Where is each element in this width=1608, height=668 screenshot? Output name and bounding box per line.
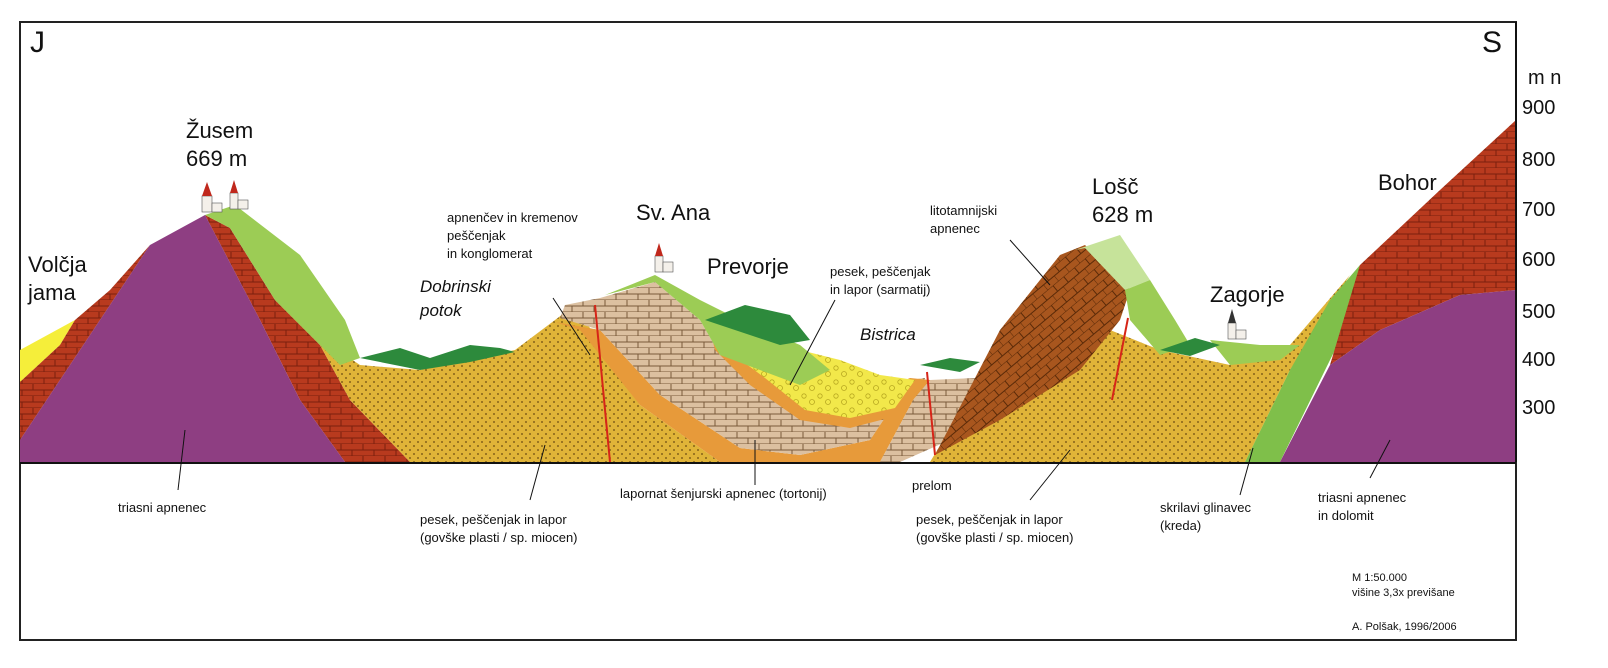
unit-label: lapornat šenjurski apnenec (tortonij) [620,486,827,501]
place-sv-ana: Sv. Ana [636,200,711,225]
place-volcja-line2: jama [27,280,76,305]
faults [594,304,1129,463]
scale-label: M 1:50.000 [1352,572,1407,584]
unit-label: pesek, peščenjak in lapor [916,512,1063,527]
axis-tick-label: 800 [1522,149,1555,171]
leader-line [1239,447,1254,496]
unit-label: pesek, peščenjak in lapor [420,512,567,527]
scale-note: višine 3,3x previšane [1352,587,1455,599]
unit-label: (govške plasti / sp. miocen) [420,530,578,545]
layer-lithothamnium [935,245,1130,455]
unit-label: apnenčev in kremenov [447,210,578,225]
layer-triassic-right [1280,290,1516,462]
leader-line [1009,239,1051,286]
layer-yellow-wedge [20,320,75,382]
unit-label: triasni apnenec [118,500,207,515]
place-zusem-name: Žusem [186,118,253,143]
unit-label: peščenjak [447,228,506,243]
unit-label: prelom [912,478,952,493]
layer-dark-green-3 [920,358,980,372]
church-icon [1227,309,1247,340]
place-dobrinski-line2: potok [419,301,463,320]
unit-label: in lapor (sarmatij) [830,282,930,297]
unit-label: (govške plasti / sp. miocen) [916,530,1074,545]
place-volcja-line1: Volčja [28,252,87,277]
leader-lines [177,239,1391,501]
place-prevorje: Prevorje [707,254,789,279]
geology-layers [20,120,1516,462]
unit-label: in dolomit [1318,508,1374,523]
axis-tick-label: 600 [1522,249,1555,271]
place-losc-height: 628 m [1092,202,1153,227]
place-dobrinski-line1: Dobrinski [420,277,492,296]
layer-lime-mid [605,275,830,385]
axis-tick-label: 300 [1522,397,1555,419]
layer-shale [1245,265,1370,462]
unit-label: apnenec [930,221,980,236]
axis-tick-label: 700 [1522,199,1555,221]
church-icon [654,243,674,273]
unit-label: skrilavi glinavec [1160,500,1252,515]
layer-lime-zagorje [1210,340,1300,365]
layer-orange-band [555,322,925,462]
layer-dark-green-4 [1160,338,1220,356]
leader-line [552,297,591,356]
church-icon [201,180,249,213]
axis-tick-label: 900 [1522,97,1555,119]
layer-light-green-losc [1075,235,1150,290]
layer-triassic-left [20,215,345,462]
axis-tick-label: 500 [1522,301,1555,323]
leader-line [177,429,186,491]
layer-lime-left [205,205,360,365]
place-bistrica: Bistrica [860,325,916,344]
direction-north-label: S [1482,26,1502,59]
unit-label: triasni apnenec [1318,490,1407,505]
leader-line [1029,449,1071,501]
layer-red-brick-zusem [205,215,410,462]
leader-line [529,444,546,501]
place-bohor: Bohor [1378,170,1437,195]
unit-label: (kreda) [1160,518,1201,533]
elevation-axis: m n 900 800 700 600 500 400 300 [1515,22,1561,462]
direction-south-label: J [30,26,45,59]
layer-lime-losc [1125,280,1190,355]
place-losc-name: Lošč [1092,174,1138,199]
fault-line [594,304,611,463]
unit-label: litotamnijski [930,203,997,218]
place-zagorje: Zagorje [1210,282,1285,307]
axis-tick-label: 400 [1522,349,1555,371]
layer-gold-sand-right [930,275,1350,462]
axis-unit-label: m n [1528,67,1561,89]
layer-red-brick-bohor [1330,120,1516,365]
credit-label: A. Polšak, 1996/2006 [1352,621,1457,633]
fault-line [926,371,936,456]
layer-gold-sand-left [275,300,720,462]
layer-dark-green-1 [360,345,515,370]
place-zusem-height: 669 m [186,146,247,171]
unit-label: pesek, peščenjak [830,264,931,279]
fault-line [1111,317,1129,401]
layer-dark-green-2 [705,305,810,345]
leader-line [1369,439,1391,479]
unit-label: in konglomerat [447,246,533,261]
leader-line [789,299,836,386]
